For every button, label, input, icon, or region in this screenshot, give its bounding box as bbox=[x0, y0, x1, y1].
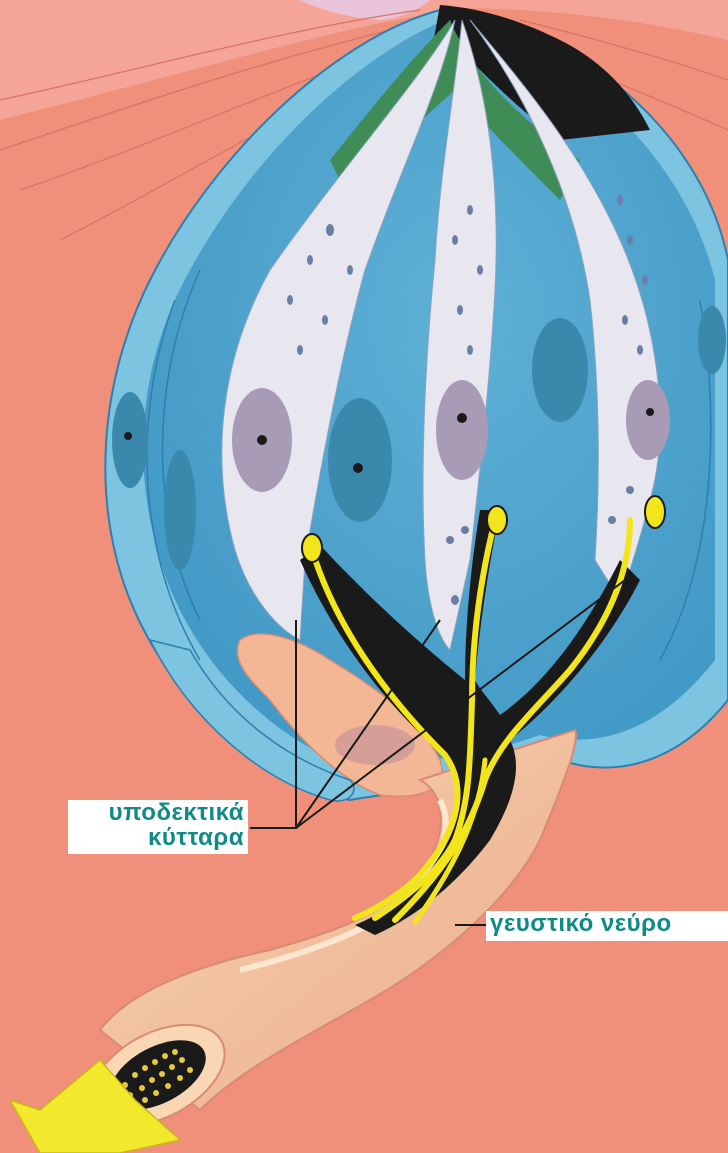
support-nucleus-3 bbox=[112, 392, 148, 488]
receptor-cells-label-line1: υποδεκτικά bbox=[68, 800, 244, 825]
receptor-nucleolus-2 bbox=[457, 413, 467, 423]
nerve-ending-1 bbox=[302, 534, 322, 562]
receptor-nucleus-2 bbox=[436, 380, 488, 480]
support-nucleus-5 bbox=[698, 306, 726, 374]
support-nucleolus-1 bbox=[353, 463, 363, 473]
nerve-ending-2 bbox=[487, 506, 507, 534]
support-nucleolus-3 bbox=[124, 432, 132, 440]
receptor-nucleolus-3 bbox=[646, 408, 654, 416]
support-nucleus-2 bbox=[532, 318, 588, 422]
receptor-cells-label: υποδεκτικά κύτταρα bbox=[68, 800, 248, 854]
receptor-nucleus-3 bbox=[626, 380, 670, 460]
support-nucleus-4 bbox=[164, 450, 196, 570]
receptor-nucleolus-1 bbox=[257, 435, 267, 445]
support-nucleus-1 bbox=[328, 398, 392, 522]
taste-nerve-label: γευστικό νεύρο bbox=[486, 911, 728, 941]
basal-cell-nucleus bbox=[335, 725, 415, 765]
nerve-ending-3 bbox=[645, 496, 665, 528]
receptor-cells-label-line2: κύτταρα bbox=[68, 825, 244, 850]
